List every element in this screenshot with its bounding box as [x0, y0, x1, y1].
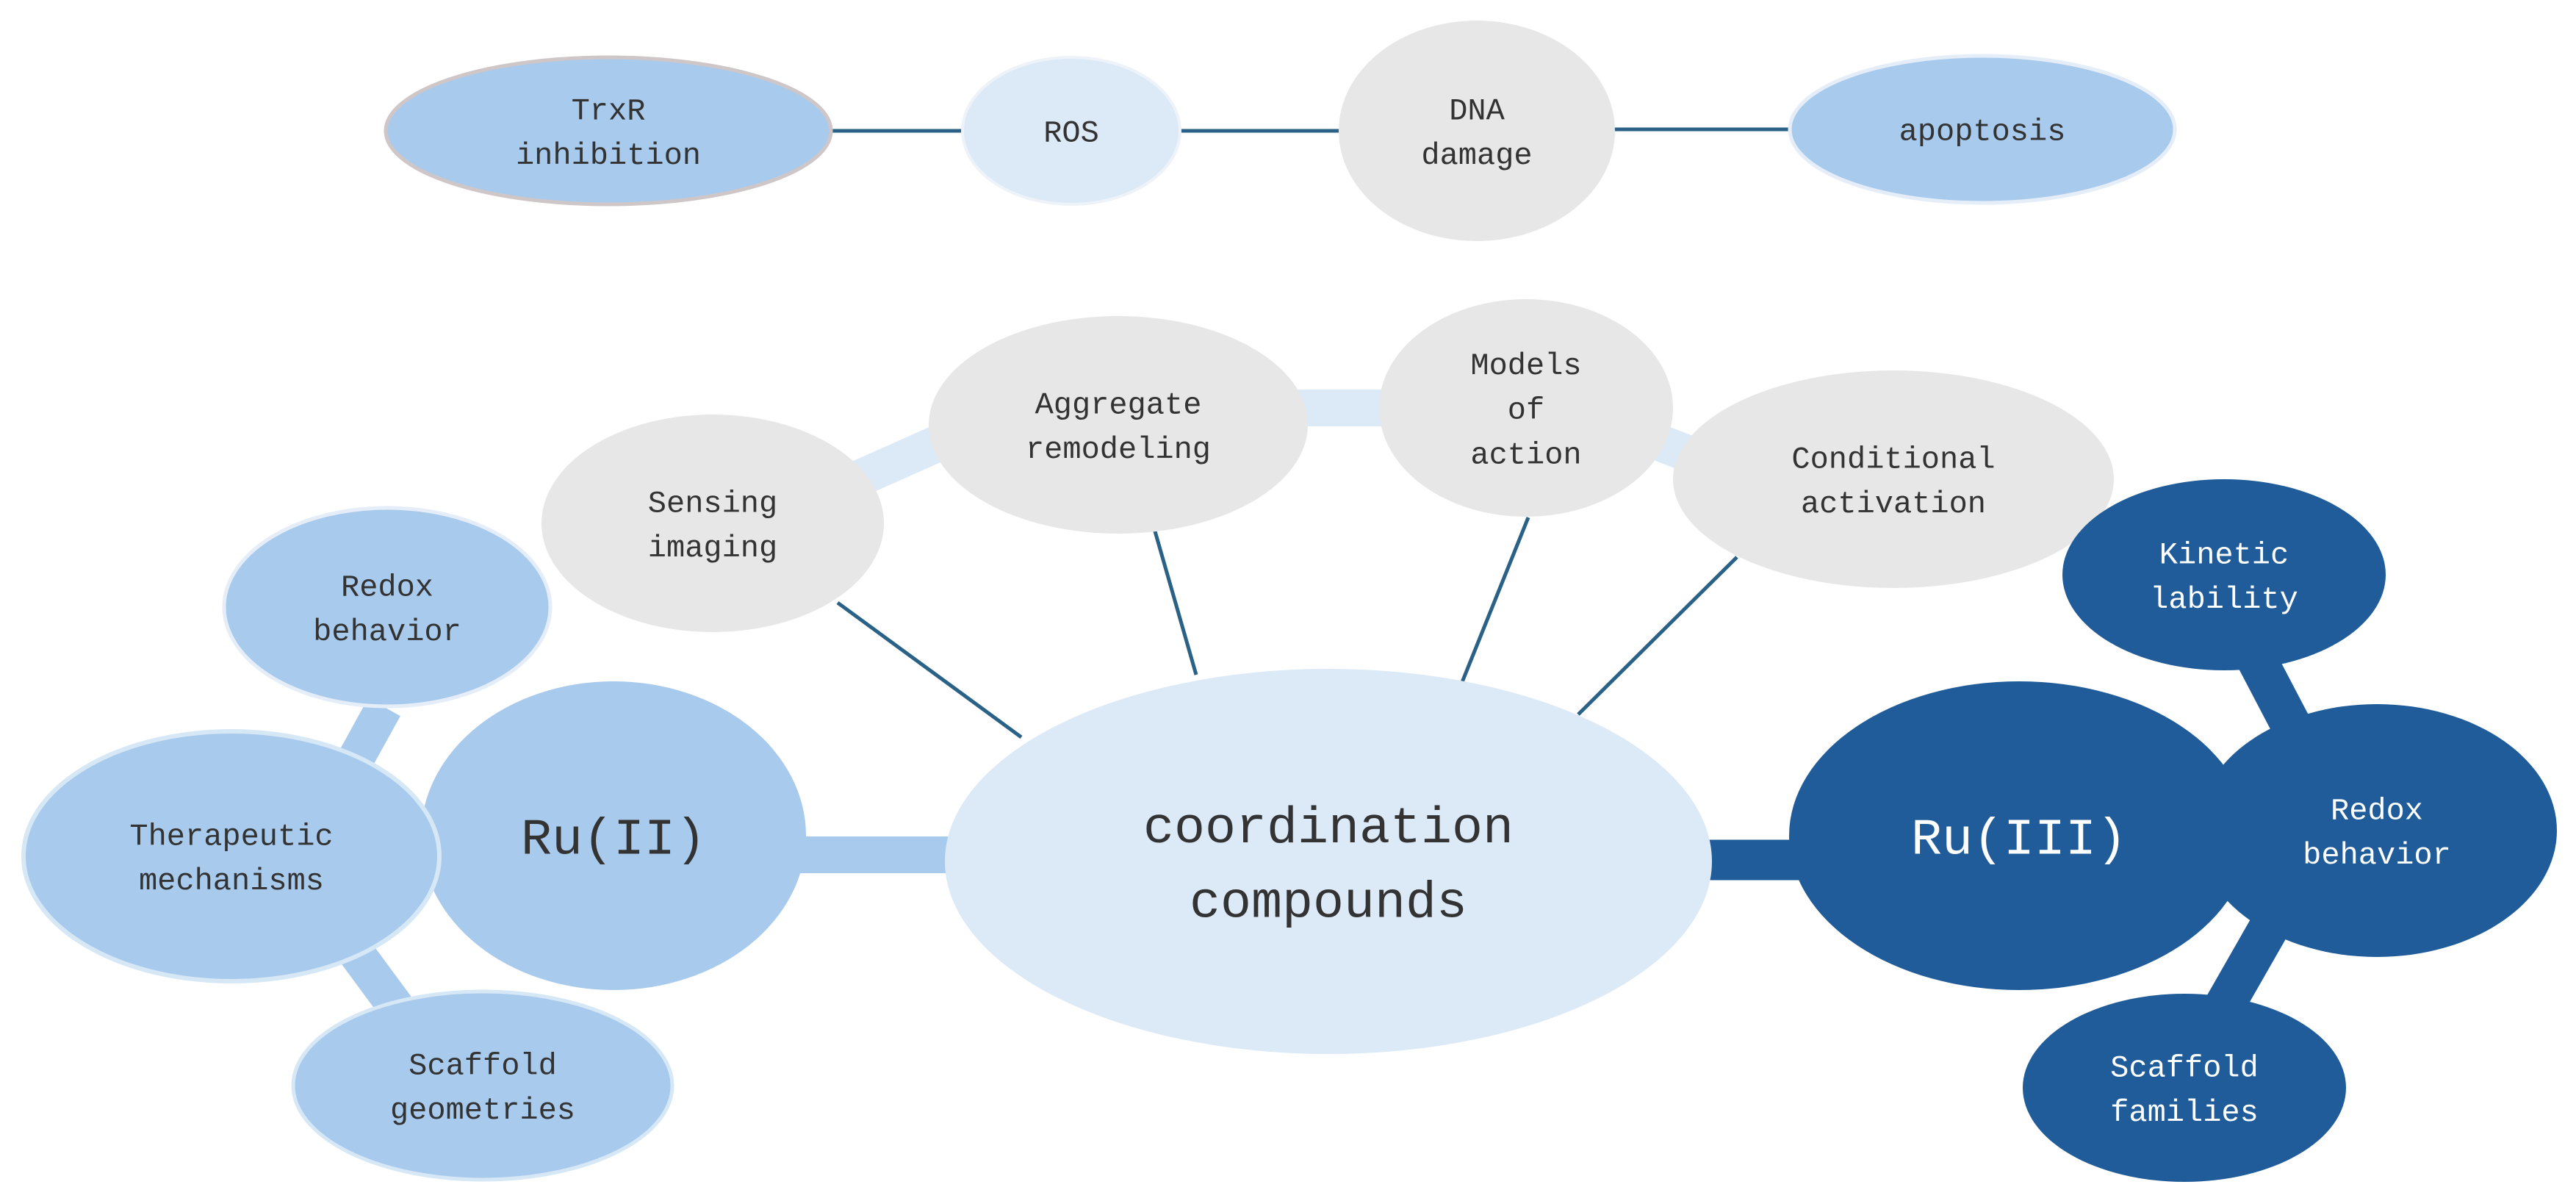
label-line: coordination — [1143, 800, 1514, 858]
label-line: Sensing — [648, 486, 777, 521]
node-ru2-scaffold-shape — [291, 989, 674, 1182]
label-line: remodeling — [1026, 432, 1211, 467]
node-models-label: Models of action — [1470, 348, 1581, 473]
label-line: Ru(III) — [1911, 812, 2127, 870]
label-line: Therapeutic — [129, 819, 333, 854]
node-ru3-scaffold: Scaffold families — [2023, 994, 2346, 1182]
node-ros: ROS — [961, 56, 1181, 206]
node-conditional-shape — [1673, 370, 2114, 588]
node-kinetic-shape — [2062, 479, 2386, 670]
node-apoptosis-label: apoptosis — [1899, 115, 2066, 150]
node-trxr-label: TrxR inhibition — [516, 93, 701, 173]
label-line: damage — [1421, 138, 1532, 173]
node-sensing-shape — [542, 415, 884, 632]
label-line: behavior — [2303, 838, 2451, 873]
label-line: mechanisms — [139, 864, 324, 899]
label-line: Aggregate — [1035, 387, 1202, 423]
node-therapeutic: Therapeutic mechanisms — [21, 729, 442, 983]
label-line: DNA — [1449, 93, 1505, 129]
label-line: imaging — [648, 531, 777, 566]
label-line: of — [1508, 393, 1544, 429]
label-line: Ru(II) — [521, 812, 706, 870]
node-kinetic: Kinetic lability — [2062, 479, 2386, 670]
node-conditional: Conditional activation — [1673, 370, 2114, 588]
node-ros-label: ROS — [1043, 116, 1099, 151]
node-trxr: TrxR inhibition — [384, 55, 833, 207]
node-aggregate: Aggregate remodeling — [929, 316, 1308, 534]
node-ru3-redox: Redox behavior — [2197, 704, 2557, 957]
node-ru2-redox: Redox behavior — [222, 506, 553, 709]
node-aggregate-label: Aggregate remodeling — [1026, 387, 1211, 467]
node-sensing: Sensing imaging — [542, 415, 884, 632]
node-dna-shape — [1339, 21, 1615, 241]
node-ros-shape — [961, 56, 1181, 206]
pathway-connectors — [830, 127, 1793, 133]
node-ru2: Ru(II) — [421, 681, 806, 990]
node-therapeutic-label: Therapeutic mechanisms — [129, 819, 333, 899]
spoke-conditional — [1577, 556, 1738, 716]
node-ru3-shape — [1789, 681, 2249, 990]
node-ru3-redox-shape — [2197, 704, 2557, 957]
node-trxr-shape — [384, 55, 833, 207]
label-line: lability — [2150, 582, 2298, 617]
label-line: Models — [1470, 348, 1581, 384]
node-ru3-label: Ru(III) — [1911, 812, 2127, 870]
node-center-shape — [945, 669, 1712, 1054]
spoke-aggregate — [1151, 526, 1198, 675]
label-line: apoptosis — [1899, 115, 2066, 150]
node-ru2-scaffold: Scaffold geometries — [291, 989, 674, 1182]
label-line: Redox — [341, 570, 433, 605]
node-ru2-redox-shape — [222, 506, 553, 709]
node-ru2-scaffold-label: Scaffold geometries — [390, 1048, 575, 1128]
label-line: activation — [1801, 487, 1986, 522]
spoke-sensing — [836, 600, 1023, 739]
node-ru2-redox-label: Redox behavior — [313, 570, 461, 650]
node-ru3: Ru(III) — [1789, 681, 2249, 990]
node-therapeutic-shape — [21, 729, 442, 983]
label-line: inhibition — [516, 138, 701, 173]
node-dna: DNA damage — [1339, 21, 1615, 241]
label-line: Kinetic — [2159, 537, 2289, 573]
node-dna-label: DNA damage — [1421, 93, 1532, 173]
spoke-models — [1460, 517, 1530, 683]
node-center: coordination compounds — [945, 669, 1712, 1054]
label-line: Scaffold — [2110, 1050, 2259, 1086]
label-line: behavior — [313, 614, 461, 650]
node-models: Models of action — [1379, 299, 1673, 517]
label-line: Scaffold — [409, 1048, 557, 1083]
label-line: Redox — [2331, 793, 2423, 828]
center-spokes — [836, 517, 1738, 739]
node-apoptosis: apoptosis — [1788, 54, 2177, 205]
label-line: geometries — [390, 1093, 575, 1128]
node-ru2-shape — [421, 681, 806, 990]
node-ru3-redox-label: Redox behavior — [2303, 793, 2451, 873]
node-aggregate-shape — [929, 316, 1308, 534]
label-line: action — [1470, 438, 1581, 473]
node-conditional-label: Conditional activation — [1791, 442, 1995, 522]
label-line: Conditional — [1791, 442, 1995, 477]
node-models-shape — [1379, 299, 1673, 517]
label-line: ROS — [1043, 116, 1099, 151]
label-line: compounds — [1190, 875, 1467, 933]
label-line: TrxR — [572, 93, 646, 129]
node-ru3-scaffold-shape — [2023, 994, 2346, 1182]
label-line: families — [2110, 1095, 2259, 1130]
node-apoptosis-shape — [1788, 54, 2177, 205]
node-ru2-label: Ru(II) — [521, 812, 706, 870]
node-center-label: coordination compounds — [1143, 800, 1514, 933]
node-ru3-scaffold-label: Scaffold families — [2110, 1050, 2259, 1130]
node-sensing-label: Sensing imaging — [648, 486, 777, 566]
node-kinetic-label: Kinetic lability — [2150, 537, 2298, 617]
